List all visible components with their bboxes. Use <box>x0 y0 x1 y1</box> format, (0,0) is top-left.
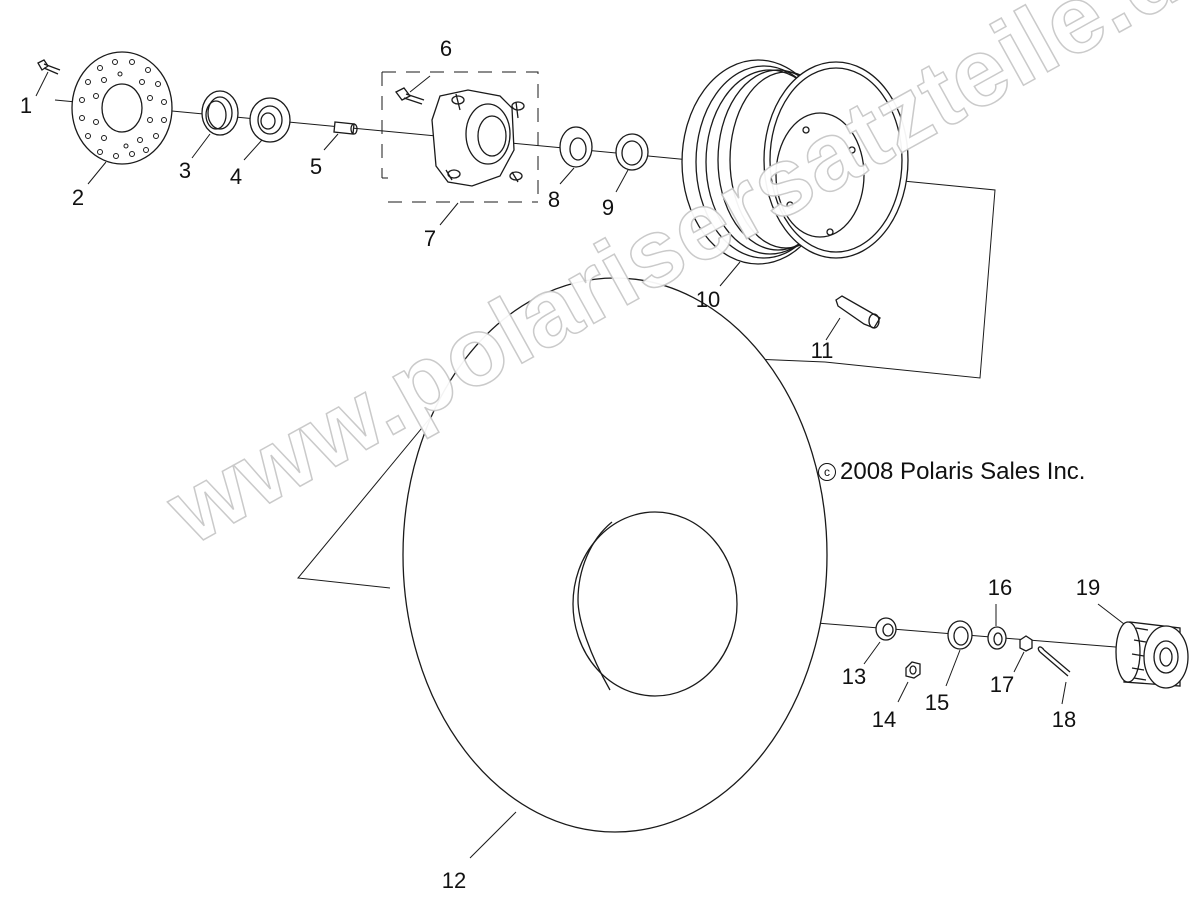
part-15-washer <box>947 620 973 650</box>
callout-15: 15 <box>925 690 949 715</box>
part-2-brake-disc <box>71 51 173 165</box>
copyright-text: 2008 Polaris Sales Inc. <box>840 458 1086 485</box>
callout-9: 9 <box>602 195 614 220</box>
callout-18: 18 <box>1052 707 1076 732</box>
callout-8: 8 <box>548 187 560 212</box>
part-13-washer <box>875 617 897 641</box>
part-16-washer <box>987 626 1007 650</box>
part-9-seal <box>615 133 649 171</box>
callout-3: 3 <box>179 158 191 183</box>
part-19-hub-cap <box>1115 621 1189 689</box>
part-14-nut <box>905 661 921 679</box>
part-7-hub <box>381 71 539 203</box>
callout-labels: 1 2 3 4 5 6 7 8 9 10 11 12 13 14 15 16 1… <box>20 36 1100 893</box>
part-11-valve-stem <box>835 295 881 329</box>
callout-19: 19 <box>1076 575 1100 600</box>
copyright-symbol: c <box>818 463 836 481</box>
callout-5: 5 <box>310 154 322 179</box>
callout-leaders <box>35 71 1125 859</box>
callout-11: 11 <box>811 338 834 363</box>
callout-16: 16 <box>988 575 1012 600</box>
callout-10: 10 <box>696 287 720 312</box>
part-12-tire <box>402 277 828 833</box>
callout-2: 2 <box>72 185 84 210</box>
callout-17: 17 <box>990 672 1014 697</box>
callout-13: 13 <box>842 664 866 689</box>
part-4-bearing <box>249 97 291 143</box>
part-10-wheel-rim <box>681 59 909 265</box>
part-8-bearing <box>559 126 593 168</box>
part-17-nut <box>1019 635 1033 652</box>
callout-12: 12 <box>442 868 466 893</box>
callout-1: 1 <box>20 93 32 118</box>
callout-14: 14 <box>872 707 896 732</box>
part-3-seal <box>201 90 239 136</box>
callout-6: 6 <box>440 36 452 61</box>
callout-4: 4 <box>230 164 242 189</box>
part-18-cotter-pin <box>1037 646 1071 677</box>
callout-7: 7 <box>424 226 436 251</box>
part-5-spacer <box>333 121 358 135</box>
part-1-bolt <box>37 59 61 75</box>
